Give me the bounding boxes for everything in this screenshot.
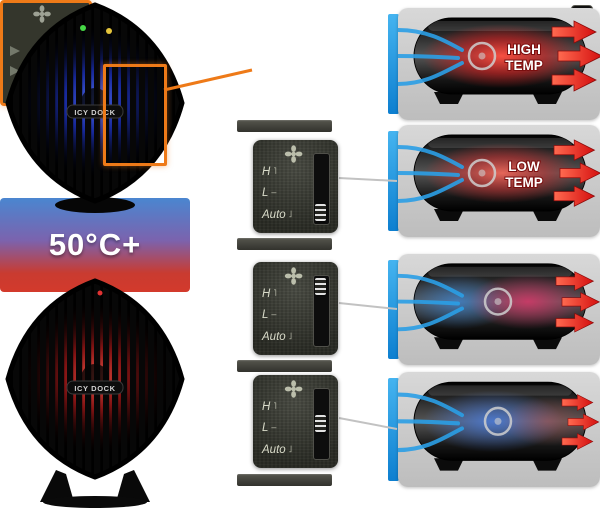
front-ring <box>483 406 513 436</box>
foot <box>434 209 464 221</box>
fan-icon <box>284 145 302 163</box>
option-label-high: H <box>262 166 271 178</box>
option-label-auto: Auto <box>262 331 286 343</box>
caption-bar <box>237 360 332 372</box>
fan-icon <box>284 380 302 398</box>
foot <box>434 337 464 350</box>
option-mark-low: – <box>271 187 277 197</box>
enclosure-front-cool: ICY DOCK <box>5 2 185 213</box>
callout-box <box>103 64 167 166</box>
intake-arrows <box>398 145 464 203</box>
option-label-low: L <box>262 309 269 321</box>
heat-glow <box>422 24 582 88</box>
temp-label-line1: LOW <box>508 159 540 174</box>
fan-switch-panel-high: H ˥ L – Auto ˩ <box>253 262 338 355</box>
intake-arrows <box>398 273 464 332</box>
heat-glow <box>503 396 586 446</box>
exhaust-arrows <box>553 139 600 207</box>
enclosure-side-low-speed <box>398 381 600 471</box>
intake-air-bar <box>388 14 399 114</box>
foot <box>434 92 464 104</box>
brand-badge <box>66 380 124 395</box>
enclosure-base <box>55 197 135 213</box>
option-mark-low: – <box>271 309 277 319</box>
airflow-row-low-temp: LOW TEMP <box>398 125 600 237</box>
switch-option-auto: Auto ˩ <box>262 331 292 343</box>
switch-option-low: L – <box>262 187 276 199</box>
slider-knob-auto-position <box>315 204 326 221</box>
brand-label: ICY DOCK <box>74 108 115 117</box>
airflow-streaks <box>426 401 582 437</box>
fan-speed-slider <box>313 388 330 460</box>
exhaust-arrows <box>555 271 600 333</box>
switch-option-low: L – <box>262 309 276 321</box>
airflow-streaks <box>426 282 582 317</box>
intake-arrows <box>398 392 464 453</box>
option-label-auto: Auto <box>262 209 286 221</box>
fan-speed-slider <box>313 153 330 225</box>
switch-option-auto: Auto ˩ <box>262 444 292 456</box>
foot <box>532 92 562 104</box>
foot <box>532 458 562 471</box>
foot <box>532 209 562 221</box>
slider-knob-high-position <box>315 278 326 295</box>
switch-option-low: L – <box>262 422 276 434</box>
enclosure-front-hot: ICY DOCK <box>5 278 185 508</box>
fan-icon <box>33 5 51 23</box>
fan-speed-slider <box>313 275 330 347</box>
enclosure-side-high-temp: HIGH TEMP <box>398 17 600 104</box>
caption-bar <box>237 238 332 250</box>
front-ring <box>467 41 497 71</box>
temperature-banner: 50°C+ <box>0 198 190 292</box>
front-ring <box>483 287 513 316</box>
stand-foot-right <box>116 470 150 502</box>
option-label-low: L <box>262 187 269 199</box>
option-mark-low: – <box>271 422 277 432</box>
enclosure-side-high-speed <box>398 263 600 350</box>
foot <box>532 337 562 350</box>
switch-option-high: H ˥ <box>262 288 277 300</box>
enclosure-side-low-temp: LOW TEMP <box>398 134 600 221</box>
foot <box>434 458 464 471</box>
option-mark-auto: ˩ <box>288 331 293 341</box>
switch-option-high: H ˥ <box>262 166 277 178</box>
exhaust-arrows <box>551 20 600 92</box>
temp-label-line2: TEMP <box>505 175 543 190</box>
option-mark-auto: ˩ <box>288 209 293 219</box>
slider-knob-low-position <box>315 415 326 432</box>
stand-base <box>43 496 147 508</box>
option-mark-high: ˥ <box>273 288 277 298</box>
option-mark-high: ˥ <box>273 166 277 176</box>
airflow-row-low-speed <box>398 372 600 487</box>
fan-switch-panel-auto: H ˥ L – Auto ˩ <box>253 140 338 233</box>
option-label-high: H <box>262 401 271 413</box>
option-label-auto: Auto <box>262 444 286 456</box>
option-label-high: H <box>262 288 271 300</box>
status-led-amber <box>106 28 112 34</box>
option-label-low: L <box>262 422 269 434</box>
exhaust-arrows <box>561 394 600 450</box>
power-led-green <box>80 25 86 31</box>
switch-option-high: H ˥ <box>262 401 277 413</box>
switch-option-auto: Auto ˩ <box>262 209 292 221</box>
temperature-label: 50°C+ <box>48 227 142 262</box>
alert-led-red <box>97 290 103 296</box>
temp-label-line2: TEMP <box>505 58 543 73</box>
front-ring <box>467 158 497 188</box>
option-mark-auto: ˩ <box>288 444 293 454</box>
molded-markings <box>10 46 20 76</box>
intake-arrows <box>398 28 464 86</box>
airflow-row-high-speed <box>398 254 600 365</box>
caption-bar <box>237 120 332 132</box>
brand-badge <box>66 104 124 119</box>
option-mark-high: ˥ <box>273 401 277 411</box>
stand-foot-left <box>40 470 74 502</box>
temp-label-line1: HIGH <box>507 42 541 57</box>
brand-label: ICY DOCK <box>74 384 115 393</box>
caption-bar <box>237 474 332 486</box>
fan-icon <box>284 267 302 285</box>
airflow-row-high-temp: HIGH TEMP <box>398 8 600 120</box>
fan-switch-panel-low: H ˥ L – Auto ˩ <box>253 375 338 468</box>
